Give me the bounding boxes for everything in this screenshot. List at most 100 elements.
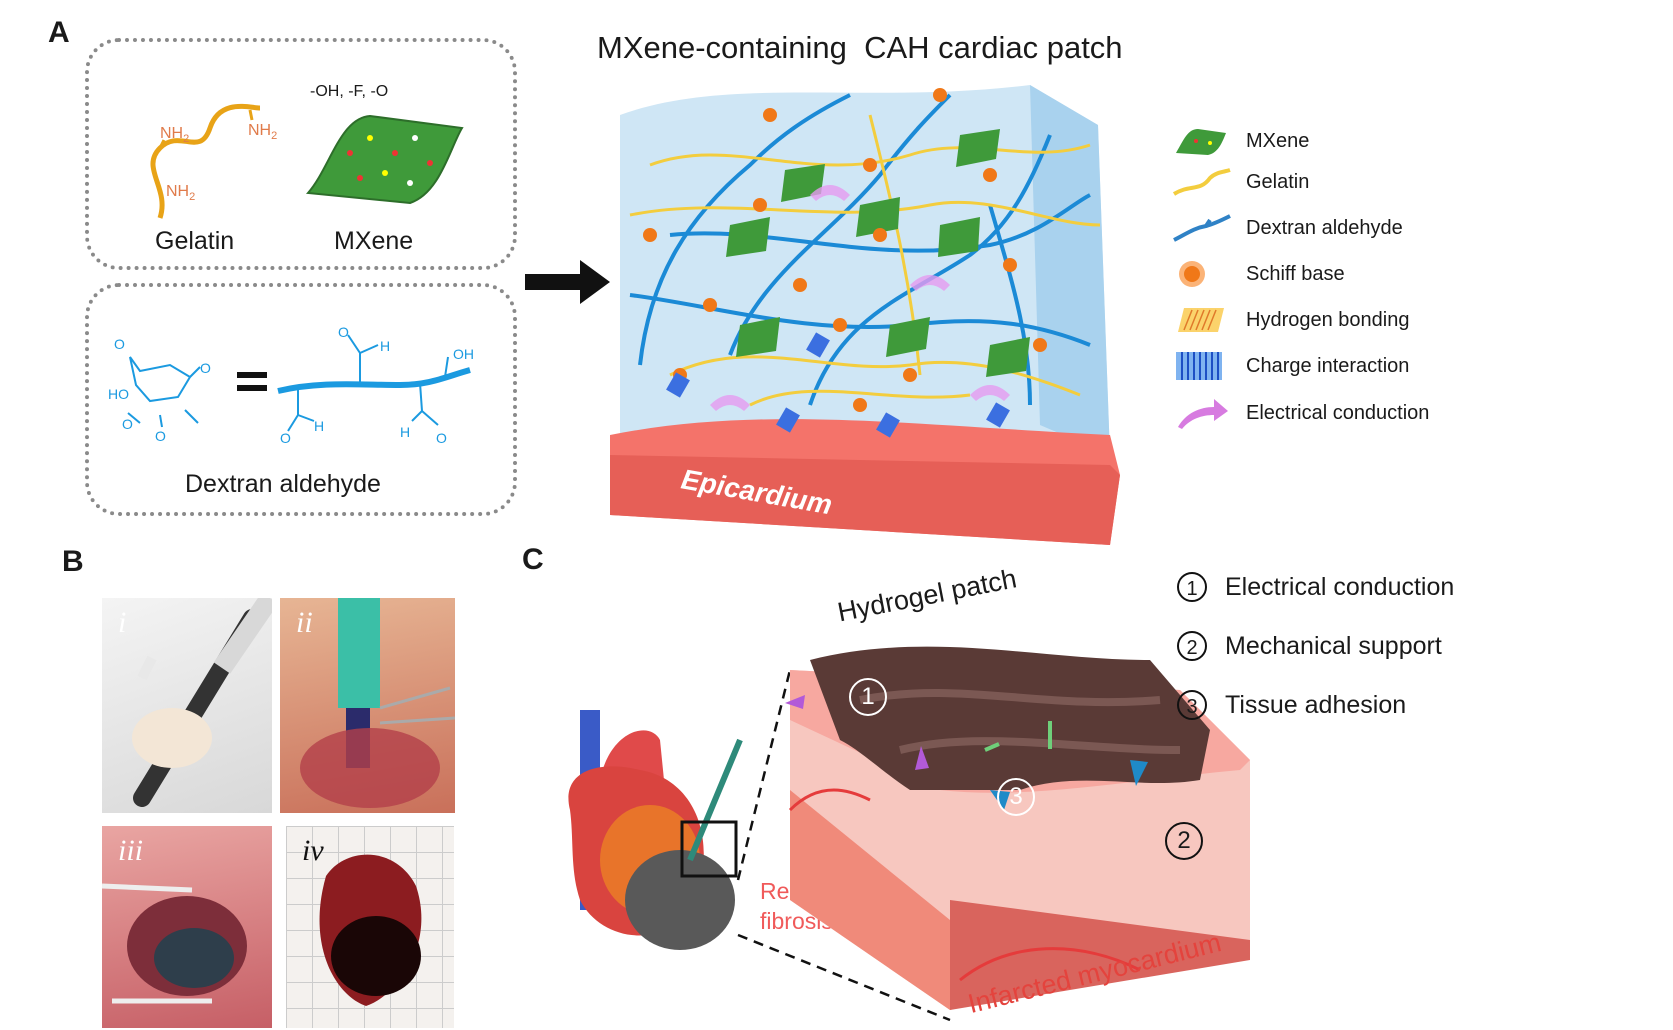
nh2-label: NH2 [248,122,277,142]
mxene-atom [412,135,418,141]
feature-electrical-conduction: 1 Electrical conduction [1177,572,1454,602]
dextran-backbone [277,367,471,394]
mxene-label: MXene [334,227,414,255]
nh2-label: NH2 [160,125,189,145]
marker-2: 2 [1165,822,1203,860]
dextran-atom: HO [108,386,129,402]
gelatin-chain [150,103,261,219]
conduction-arrows [710,185,1010,411]
dextran-structure: O HO O O O O H O H H O OH [108,325,474,446]
dextran-label: Dextran aldehyde [185,470,381,498]
feature-label: Mechanical support [1225,631,1442,660]
mxene-atom [347,150,353,156]
dextran-atom: H [400,424,410,440]
charge-interaction-marks [666,332,1010,438]
hydrogel-patch-on-heart [625,850,735,950]
legend-item-mxene: MXene [1170,123,1309,159]
hydrogen-bond-icon [1178,308,1224,332]
gelatin-bond [248,109,254,121]
photo-iv-heart: iv [286,826,454,1028]
cah-patch-title: MXene-containing CAH cardiac patch [597,30,1123,65]
hydrogel-patch-layer [810,646,1210,790]
marker-3: 3 [997,778,1035,816]
schiff-base-dots [643,88,1047,412]
feature-mechanical-support: 2 Mechanical support [1177,631,1442,661]
dextran-atom: O [155,428,166,444]
mxene-atom [382,170,388,176]
feature-tissue-adhesion: 3 Tissue adhesion [1177,690,1406,720]
epicardium-face [610,455,1120,545]
equals-sign [237,372,267,378]
legend-label: Schiff base [1246,262,1345,285]
gelatin-molecule: NH2 NH2 NH2 [150,103,277,219]
panel-c-letter: C [522,543,544,576]
mxene-atom [392,150,398,156]
feature-number: 3 [1177,690,1207,720]
mxene-sheet [305,114,464,205]
dextran-atom: O [280,430,291,446]
mxene-sheets [726,129,1030,377]
photo-tag: i [118,606,127,639]
dextran-atom: O [114,336,125,352]
feature-number: 1 [1177,572,1207,602]
mxene-atom [407,180,413,186]
zoom-lines [736,669,951,1022]
dextran-atom: H [314,418,324,434]
equals-sign [237,385,267,391]
cah-patch-network: Epicardium [610,85,1120,545]
support-arrow-icon [1130,760,1148,786]
mxene-groups-label: -OH, -F, -O [310,83,389,100]
legend-item-dextran: Dextran aldehyde [1170,210,1403,246]
photo-tag: iii [118,834,144,867]
feature-number: 2 [1177,631,1207,661]
photo-tag: ii [296,606,313,639]
dextran-atom: O [436,430,447,446]
adhesion-arrow-icon [984,742,1000,752]
zoom-box [680,820,738,878]
dextran-atom: O [122,416,133,432]
feature-label: Tissue adhesion [1225,690,1407,719]
patch-ridge [859,688,1161,707]
dextran-atom: O [338,325,349,340]
dextran-atom: H [380,338,390,354]
photo-tag: iv [302,834,324,867]
mxene-sheet-shape [305,114,464,205]
gelatin-bond [158,139,166,149]
photo-iii-applied-patch: iii [102,826,272,1028]
nh2-label: NH2 [166,183,195,203]
mxene-atom [367,135,373,141]
dextran-strand-icon [1173,214,1231,242]
legend-label: Charge interaction [1246,354,1410,377]
legend-item-charge-interaction: Charge interaction [1170,348,1409,384]
dextran-atom: OH [453,346,474,362]
patch-ridge [899,737,1181,754]
charge-interaction-icon [1176,352,1222,380]
legend-item-schiff-base: Schiff base [1170,256,1345,292]
legend-item-electrical-conduction: Electrical conduction [1170,395,1429,431]
mxene-atom [357,175,363,181]
hydrogel-patch-label: Hydrogel patch [835,563,1019,628]
conduction-arrow-icon [1178,399,1228,429]
legend-label: Hydrogen bonding [1246,308,1410,331]
dextran-box [85,283,517,516]
marker-1: 1 [849,678,887,716]
gelatin-mxene-box [85,38,517,270]
photo-ii-injection: ii [280,598,455,813]
mxene-sheet-icon [1176,129,1226,155]
hydrogel-side [1030,85,1110,455]
gelatin-strand-icon [1172,168,1231,196]
panel-b-letter: B [62,545,84,578]
photo-i-syringe: i [102,598,272,813]
conduction-arrow-icon [915,746,929,770]
right-arrow-icon [525,260,610,304]
panel-a-letter: A [48,16,70,49]
legend-item-gelatin: Gelatin [1170,164,1309,200]
feature-label: Electrical conduction [1225,572,1455,601]
legend-label: MXene [1246,129,1310,152]
gelatin-label: Gelatin [155,227,235,255]
mxene-atom [427,160,433,166]
tissue-block [785,646,1250,1010]
heart-illustration [568,710,743,950]
legend-item-hydrogen-bonding: Hydrogen bonding [1170,302,1409,338]
dextran-atom: O [200,360,211,376]
